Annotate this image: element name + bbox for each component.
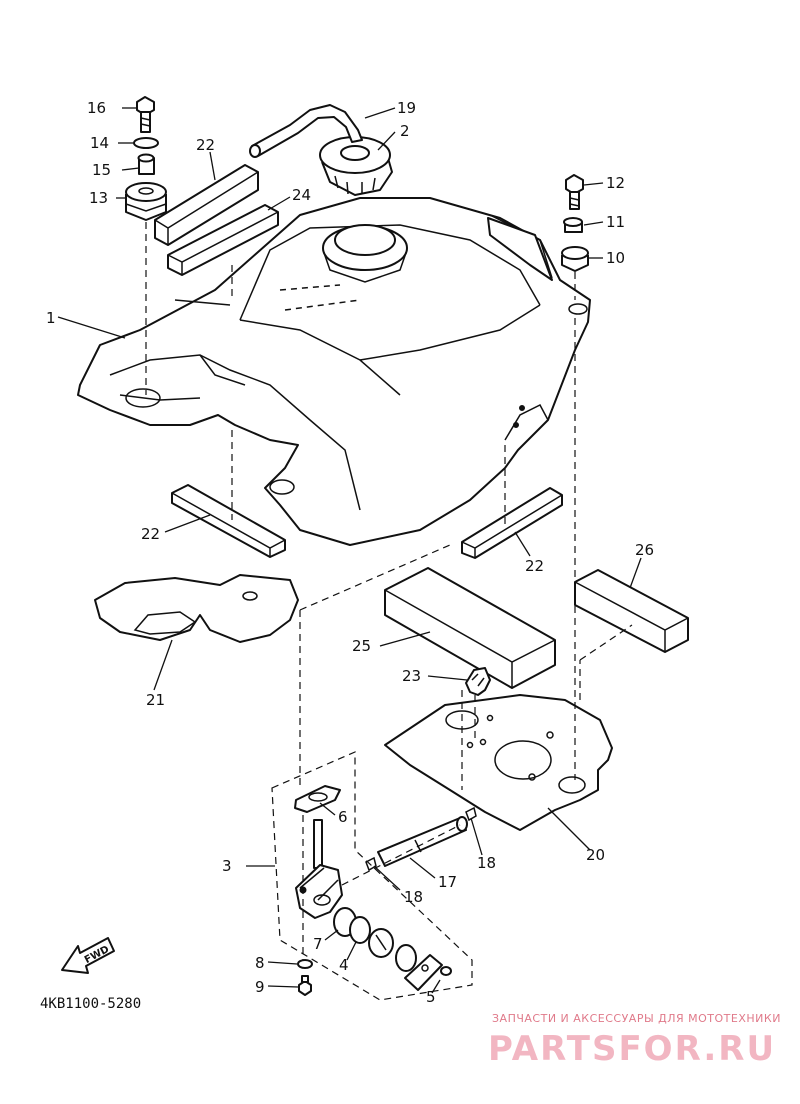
- callout-13: 13: [89, 189, 108, 207]
- callout-24: 24: [292, 186, 311, 204]
- callout-16: 16: [87, 99, 106, 117]
- callout-numbers: 1 2 19 16 14 15 13 22 24 12 11 10 22 22 …: [46, 99, 654, 1006]
- callout-25: 25: [352, 637, 371, 655]
- fuel-tank: [77, 197, 591, 546]
- callout-15: 15: [92, 161, 111, 179]
- damper-22-right: [461, 487, 563, 559]
- clip-23: [465, 667, 491, 696]
- callout-8: 8: [255, 954, 265, 972]
- plate-5: [404, 954, 443, 991]
- fuel-hose-17: [377, 816, 468, 867]
- callout-9: 9: [255, 978, 265, 996]
- callout-3: 3: [222, 857, 232, 875]
- callout-18-left: 18: [404, 888, 423, 906]
- damper-22-top: [154, 164, 259, 246]
- screw-5: [440, 966, 452, 976]
- washer-14: [133, 137, 159, 149]
- clip-18-upper: [465, 806, 477, 822]
- pad-26: [574, 569, 689, 653]
- o-ring-4: [349, 916, 371, 944]
- callout-17: 17: [438, 873, 457, 891]
- grommet-10: [561, 246, 589, 272]
- callout-19: 19: [397, 99, 416, 117]
- callout-26: 26: [635, 541, 654, 559]
- plate-21: [94, 574, 299, 643]
- collar-15: [137, 153, 155, 175]
- watermark-logo: PARTSFOR.RU: [488, 1029, 776, 1069]
- callout-2: 2: [400, 122, 410, 140]
- diagram-code: 4KB1100-5280: [40, 996, 141, 1012]
- callout-22-top: 22: [196, 136, 215, 154]
- pad-25: [384, 567, 556, 689]
- bolt-12: [565, 174, 584, 210]
- gasket-6: [294, 785, 341, 813]
- breather-hose: [249, 104, 363, 158]
- callout-12: 12: [606, 174, 625, 192]
- clip-18-lower: [365, 856, 377, 872]
- grommet-13: [125, 182, 167, 221]
- callout-1: 1: [46, 309, 56, 327]
- callout-4: 4: [339, 956, 349, 974]
- fuel-cock-assembly-boundary: [271, 751, 473, 1001]
- callout-6: 6: [338, 808, 348, 826]
- callout-18-right: 18: [477, 854, 496, 872]
- callout-23: 23: [402, 667, 421, 685]
- callout-20: 20: [586, 846, 605, 864]
- callout-14: 14: [90, 134, 109, 152]
- washer-8: [297, 959, 313, 969]
- lever-knob: [368, 928, 394, 958]
- bolt-16: [136, 96, 155, 133]
- callout-5: 5: [426, 988, 436, 1006]
- callout-21: 21: [146, 691, 165, 709]
- assembly-lines: [145, 222, 633, 960]
- watermark: ЗАПЧАСТИ И АКСЕССУАРЫ ДЛЯ МОТОТЕХНИКИ PA…: [488, 1012, 781, 1069]
- watermark-tagline: ЗАПЧАСТИ И АКСЕССУАРЫ ДЛЯ МОТОТЕХНИКИ: [492, 1012, 781, 1025]
- callout-11: 11: [606, 213, 625, 231]
- callout-22-right: 22: [525, 557, 544, 575]
- damper-24: [167, 204, 279, 276]
- leader-lines: [57, 107, 642, 994]
- plate-20: [384, 694, 613, 831]
- callout-7: 7: [313, 935, 323, 953]
- callout-22-left: 22: [141, 525, 160, 543]
- bolt-9: [298, 975, 312, 996]
- gasket-ring: [395, 944, 417, 972]
- fuel-cap: [319, 136, 393, 196]
- collar-11: [563, 217, 583, 233]
- fwd-arrow-icon: FWD: [61, 937, 115, 974]
- callout-10: 10: [606, 249, 625, 267]
- fuel-cock-body: [295, 819, 343, 919]
- damper-22-left: [171, 484, 286, 558]
